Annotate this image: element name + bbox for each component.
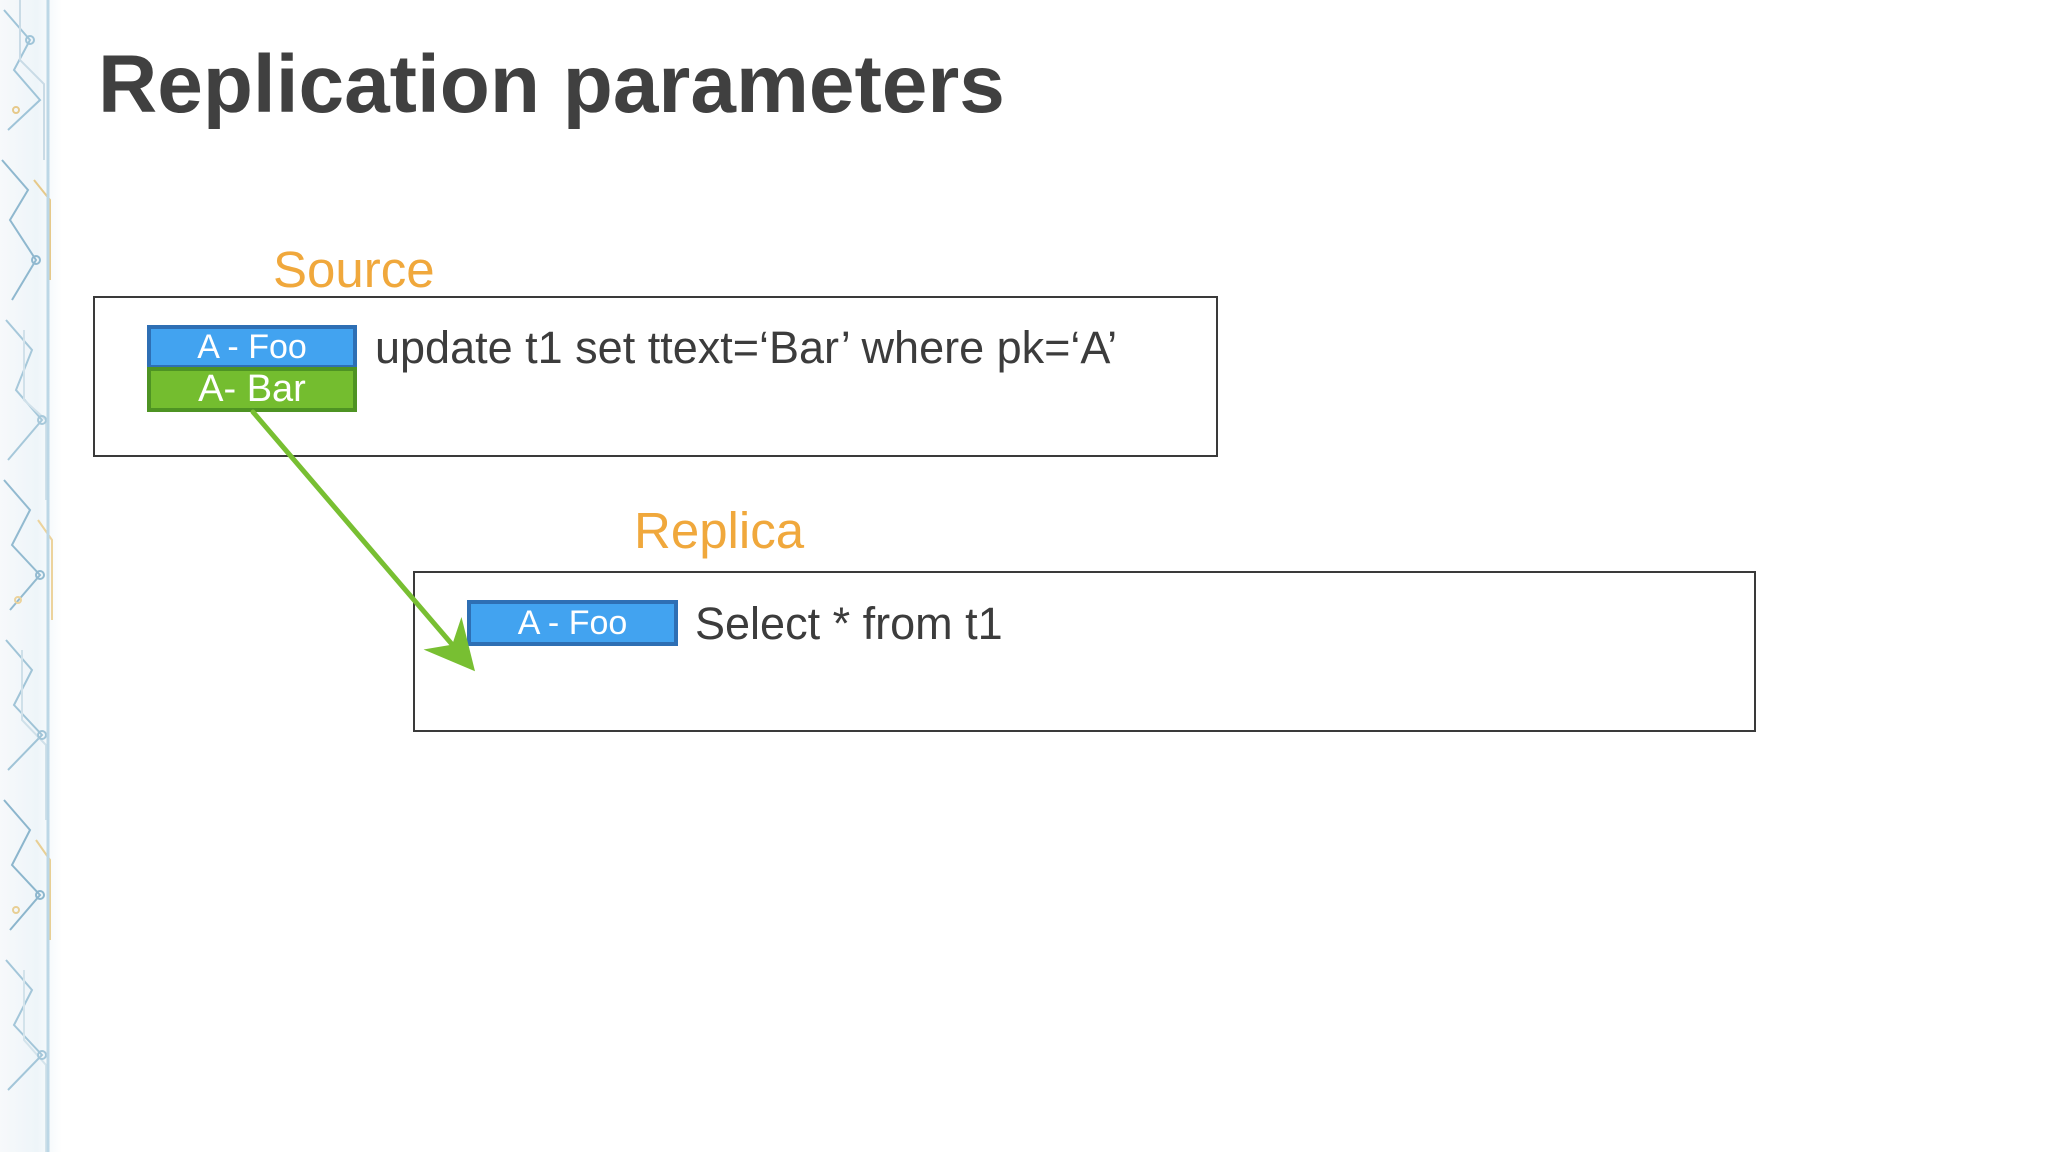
replica-box — [413, 571, 1756, 732]
source-record-new: A- Bar — [147, 367, 357, 412]
decorative-circuit-strip — [0, 0, 62, 1152]
replica-select-query: Select * from t1 — [695, 598, 1003, 649]
source-label: Source — [273, 241, 435, 298]
replica-record: A - Foo — [467, 600, 678, 646]
source-record-old: A - Foo — [147, 325, 357, 369]
replica-label: Replica — [634, 502, 805, 559]
source-update-query: update t1 set ttext=‘Bar’ where pk=‘A’ — [375, 322, 1118, 373]
slide-title: Replication parameters — [98, 39, 1005, 130]
source-box — [93, 296, 1218, 457]
